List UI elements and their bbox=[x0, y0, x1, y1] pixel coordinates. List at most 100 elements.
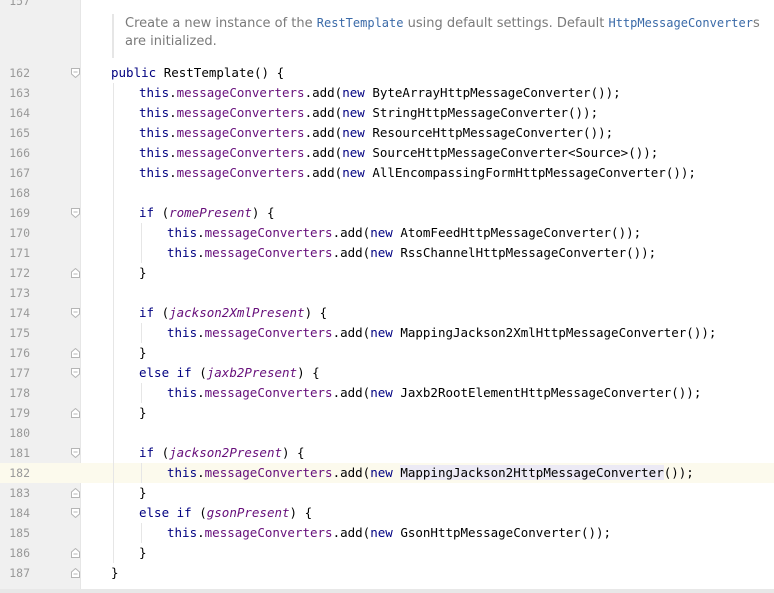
code-token: ( bbox=[199, 365, 207, 380]
code-text[interactable]: if (jackson2XmlPresent) { bbox=[139, 303, 327, 323]
keyword-token: new bbox=[342, 125, 373, 140]
line-number: 171 bbox=[9, 246, 30, 260]
line-number-gutter[interactable] bbox=[0, 0, 81, 593]
keyword-token: public bbox=[111, 65, 164, 80]
code-text[interactable]: if (jackson2Present) { bbox=[139, 443, 305, 463]
code-token: . bbox=[197, 465, 205, 480]
keyword-token: new bbox=[370, 465, 401, 480]
code-text[interactable]: } bbox=[139, 343, 147, 363]
indent-guide bbox=[141, 463, 142, 483]
keyword-token: if bbox=[139, 205, 162, 220]
fold-end-icon[interactable] bbox=[71, 548, 80, 558]
code-token: ) { bbox=[297, 365, 320, 380]
fold-start-icon[interactable] bbox=[71, 308, 80, 318]
fold-end-icon[interactable] bbox=[71, 348, 80, 358]
code-token: ) { bbox=[289, 505, 313, 520]
code-text[interactable]: this.messageConverters.add(new ByteArray… bbox=[139, 83, 621, 103]
field-token: messageConverters bbox=[204, 225, 333, 240]
fold-start-icon[interactable] bbox=[71, 208, 80, 218]
code-text[interactable]: this.messageConverters.add(new SourceHtt… bbox=[139, 143, 658, 163]
field-token: messageConverters bbox=[204, 525, 333, 540]
code-line[interactable]: 187} bbox=[0, 563, 774, 583]
code-token: ) { bbox=[251, 205, 275, 220]
code-text[interactable]: } bbox=[111, 563, 119, 583]
fold-start-icon[interactable] bbox=[71, 68, 80, 78]
code-text[interactable]: this.messageConverters.add(new AtomFeedH… bbox=[167, 223, 641, 243]
code-text[interactable]: } bbox=[139, 263, 147, 283]
code-text[interactable]: } bbox=[139, 483, 147, 503]
static-field-token: romePresent bbox=[169, 205, 252, 220]
horizontal-scrollbar[interactable] bbox=[0, 589, 774, 593]
fold-end-icon[interactable] bbox=[71, 408, 80, 418]
code-line[interactable]: 180 bbox=[0, 423, 774, 443]
code-token: RssChannelHttpMessageConverter()); bbox=[400, 245, 657, 260]
doc-link-resttemplate[interactable]: RestTemplate bbox=[316, 16, 404, 30]
line-number: 163 bbox=[9, 86, 30, 100]
keyword-token: new bbox=[342, 165, 373, 180]
keyword-token: this bbox=[167, 245, 198, 260]
code-token: ResourceHttpMessageConverter()); bbox=[372, 125, 614, 140]
code-text[interactable]: else if (jaxb2Present) { bbox=[139, 363, 320, 383]
code-text[interactable]: this.messageConverters.add(new StringHtt… bbox=[139, 103, 598, 123]
code-line[interactable]: 179} bbox=[0, 403, 774, 423]
code-line[interactable]: 176} bbox=[0, 343, 774, 363]
code-token: ) { bbox=[304, 305, 328, 320]
code-line[interactable]: 171 this.messageConverters.add(new RssCha… bbox=[0, 243, 774, 263]
code-line[interactable]: 183} bbox=[0, 483, 774, 503]
code-line[interactable]: 172} bbox=[0, 263, 774, 283]
indent-guide bbox=[141, 383, 142, 403]
line-number: 183 bbox=[9, 486, 30, 500]
code-text[interactable]: this.messageConverters.add(new MappingJa… bbox=[167, 323, 716, 343]
code-line[interactable]: 173 bbox=[0, 283, 774, 303]
code-text[interactable]: this.messageConverters.add(new GsonHttpM… bbox=[167, 523, 611, 543]
fold-end-icon[interactable] bbox=[71, 268, 80, 278]
static-field-token: jackson2Present bbox=[169, 445, 282, 460]
code-text[interactable]: this.messageConverters.add(new MappingJa… bbox=[167, 463, 694, 483]
line-number: 157 bbox=[9, 0, 30, 8]
code-text[interactable]: } bbox=[139, 403, 147, 423]
highlighted-token: MappingJackson2HttpMessageConverter bbox=[400, 465, 664, 480]
keyword-token: this bbox=[167, 225, 198, 240]
fold-start-icon[interactable] bbox=[71, 508, 80, 518]
code-token: .add( bbox=[304, 105, 343, 120]
fold-end-icon[interactable] bbox=[71, 488, 80, 498]
code-text[interactable]: this.messageConverters.add(new ResourceH… bbox=[139, 123, 613, 143]
fold-start-icon[interactable] bbox=[71, 448, 80, 458]
code-text[interactable]: this.messageConverters.add(new Jaxb2Root… bbox=[167, 383, 701, 403]
code-line[interactable]: 168 bbox=[0, 183, 774, 203]
code-text[interactable]: this.messageConverters.add(new AllEncomp… bbox=[139, 163, 696, 183]
code-text[interactable]: } bbox=[139, 543, 147, 563]
code-token: ByteArrayHttpMessageConverter()); bbox=[372, 85, 621, 100]
code-token: .add( bbox=[304, 85, 343, 100]
code-text[interactable]: public RestTemplate() { bbox=[111, 63, 284, 83]
keyword-token: new bbox=[370, 525, 401, 540]
keyword-token: this bbox=[167, 325, 198, 340]
fold-end-icon[interactable] bbox=[71, 568, 80, 578]
doc-text: Create a new instance of the bbox=[125, 16, 317, 31]
code-text[interactable]: this.messageConverters.add(new RssChanne… bbox=[167, 243, 656, 263]
code-line[interactable]: 186} bbox=[0, 543, 774, 563]
code-line[interactable]: 163 this.messageConverters.add(new ByteAr… bbox=[0, 83, 774, 103]
code-text[interactable]: if (romePresent) { bbox=[139, 203, 274, 223]
fold-start-icon[interactable] bbox=[71, 368, 80, 378]
keyword-token: this bbox=[167, 465, 198, 480]
line-number: 186 bbox=[9, 546, 30, 560]
doc-link-httpmessageconverter[interactable]: HttpMessageConverter bbox=[608, 16, 753, 30]
code-text[interactable]: else if (gsonPresent) { bbox=[139, 503, 312, 523]
